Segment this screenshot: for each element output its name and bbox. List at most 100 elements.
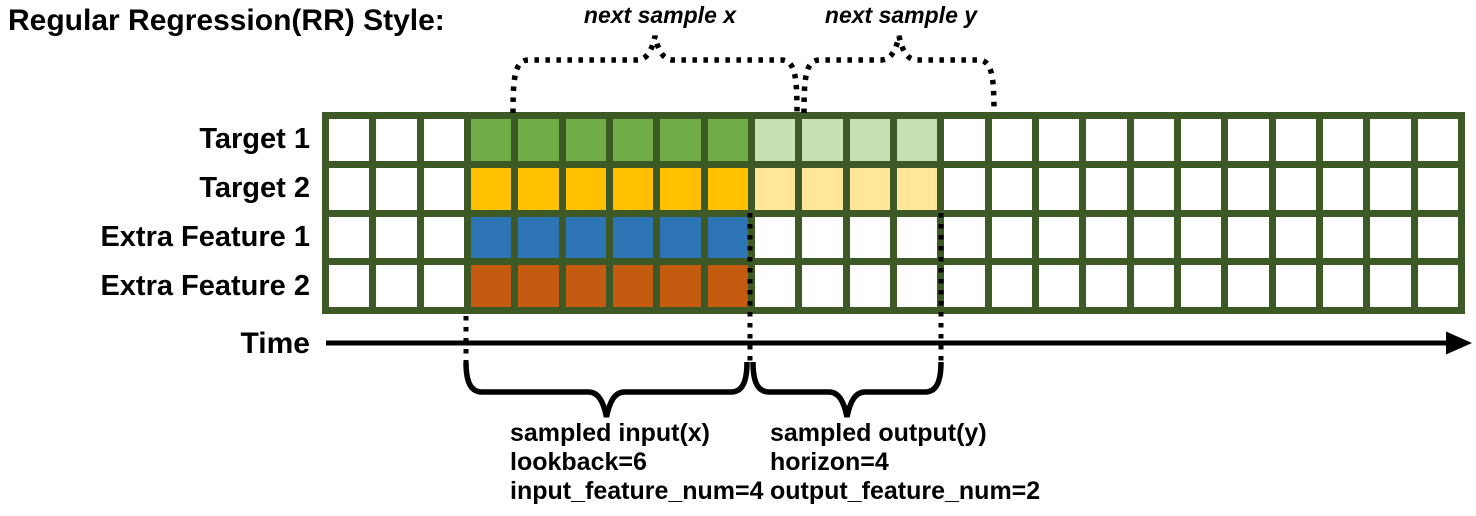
sampled-output-brace bbox=[750, 361, 944, 418]
grid-cell bbox=[565, 119, 606, 161]
grid-cell bbox=[1417, 119, 1458, 161]
grid-cell bbox=[896, 167, 938, 210]
grid-cell bbox=[1038, 119, 1080, 161]
lookback-line: lookback=6 bbox=[510, 448, 647, 476]
grid-cell bbox=[1275, 265, 1316, 307]
grid-cell bbox=[1370, 119, 1411, 161]
next-sample-y-brace bbox=[801, 35, 997, 114]
sampled-input-line: sampled input(x) bbox=[510, 419, 711, 447]
grid-cell bbox=[376, 216, 417, 259]
grid-cell bbox=[518, 265, 559, 307]
grid-cell bbox=[1180, 119, 1222, 161]
grid-cell bbox=[1086, 216, 1127, 259]
grid-cell bbox=[423, 119, 464, 161]
sampled-input-annotation: sampled input(x) lookback=6 input_featur… bbox=[510, 419, 764, 506]
grid-cell bbox=[1133, 216, 1174, 259]
grid-cell bbox=[707, 216, 748, 259]
grid-cell bbox=[660, 216, 701, 259]
grid-cell bbox=[944, 167, 985, 210]
grid-cell bbox=[612, 119, 654, 161]
grid-cell bbox=[1417, 216, 1458, 259]
grid-cell bbox=[1228, 216, 1269, 259]
input-feature-num-line: input_feature_num=4 bbox=[510, 477, 764, 505]
grid-cell bbox=[1322, 119, 1364, 161]
grid-cell bbox=[1086, 265, 1127, 307]
grid-cell bbox=[612, 216, 654, 259]
row-label-target-2: Target 2 bbox=[199, 172, 310, 204]
grid-cell bbox=[423, 265, 464, 307]
grid-cell bbox=[1370, 167, 1411, 210]
grid-cell bbox=[470, 119, 512, 161]
grid-cell bbox=[849, 265, 890, 307]
grid-cell bbox=[565, 216, 606, 259]
output-feature-num-line: output_feature_num=2 bbox=[770, 477, 1041, 505]
grid-cell bbox=[1086, 167, 1127, 210]
page-title: Regular Regression(RR) Style: bbox=[8, 4, 445, 37]
grid-cell bbox=[896, 119, 938, 161]
sampled-input-brace bbox=[463, 361, 750, 418]
grid-cell bbox=[1180, 167, 1222, 210]
grid-cell bbox=[1038, 265, 1080, 307]
grid-cell bbox=[565, 167, 606, 210]
grid-cell bbox=[470, 167, 512, 210]
grid-cell bbox=[1133, 167, 1174, 210]
sample-grid bbox=[322, 112, 1465, 314]
grid-cell bbox=[802, 265, 843, 307]
next-sample-y-label: next sample y bbox=[824, 2, 978, 28]
grid-cell bbox=[612, 265, 654, 307]
grid-cell bbox=[470, 216, 512, 259]
grid-cell bbox=[329, 119, 370, 161]
grid-cell bbox=[707, 119, 748, 161]
grid-cell bbox=[754, 119, 796, 161]
grid-cell bbox=[1133, 265, 1174, 307]
grid-cell bbox=[991, 216, 1032, 259]
grid-cell bbox=[470, 265, 512, 307]
grid-cell bbox=[565, 265, 606, 307]
grid-cell bbox=[1275, 216, 1316, 259]
grid-cell bbox=[991, 265, 1032, 307]
row-label-extra-feature-2: Extra Feature 2 bbox=[100, 270, 310, 302]
grid-cell bbox=[802, 167, 843, 210]
grid-cell bbox=[329, 216, 370, 259]
grid-cell bbox=[707, 167, 748, 210]
grid-cell bbox=[707, 265, 748, 307]
grid-cell bbox=[1275, 119, 1316, 161]
grid-cell bbox=[944, 119, 985, 161]
horizon-line: horizon=4 bbox=[770, 448, 889, 476]
grid-cell bbox=[896, 265, 938, 307]
grid-cell bbox=[1275, 167, 1316, 210]
grid-cell bbox=[1417, 265, 1458, 307]
grid-cell bbox=[1322, 216, 1364, 259]
grid-cell bbox=[1322, 167, 1364, 210]
grid-cell bbox=[849, 119, 890, 161]
grid-cell bbox=[754, 167, 796, 210]
grid-cell bbox=[944, 265, 985, 307]
time-axis-arrowhead bbox=[1446, 331, 1472, 355]
grid-cell bbox=[329, 167, 370, 210]
grid-cell bbox=[660, 119, 701, 161]
grid-cell bbox=[754, 216, 796, 259]
grid-cell bbox=[1038, 167, 1080, 210]
grid-cell bbox=[518, 167, 559, 210]
next-sample-x-label: next sample x bbox=[583, 2, 737, 28]
grid-cell bbox=[991, 167, 1032, 210]
grid-cell bbox=[1370, 265, 1411, 307]
grid-cell bbox=[660, 265, 701, 307]
row-label-target-1: Target 1 bbox=[199, 123, 310, 155]
grid-cell bbox=[1228, 119, 1269, 161]
grid-cell bbox=[423, 216, 464, 259]
grid-cell bbox=[1228, 167, 1269, 210]
grid-cell bbox=[1086, 119, 1127, 161]
grid-cell bbox=[1228, 265, 1269, 307]
grid-cell bbox=[754, 265, 796, 307]
grid-cell bbox=[660, 167, 701, 210]
grid-cell bbox=[1038, 216, 1080, 259]
grid-cell bbox=[849, 216, 890, 259]
grid-cell bbox=[518, 119, 559, 161]
grid-cell bbox=[612, 167, 654, 210]
grid-cell bbox=[1133, 119, 1174, 161]
grid-cell bbox=[376, 167, 417, 210]
grid-cell bbox=[376, 119, 417, 161]
grid-cell bbox=[896, 216, 938, 259]
